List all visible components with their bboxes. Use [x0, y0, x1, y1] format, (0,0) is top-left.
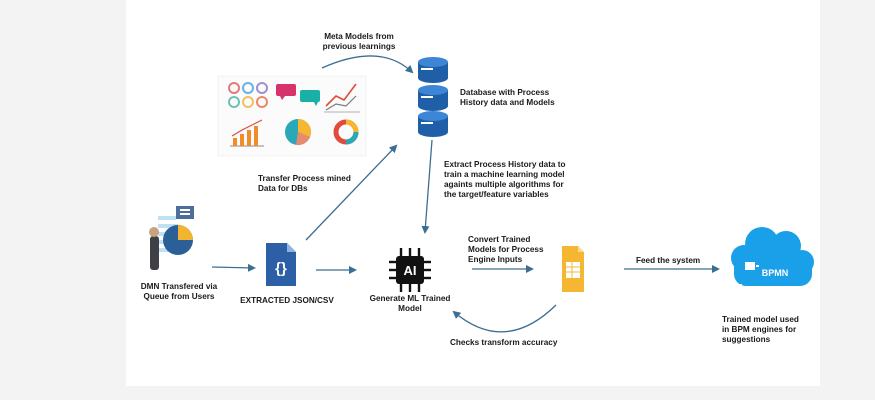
ai-chip-text: AI	[404, 263, 417, 278]
arrow-dmn-to-json	[211, 263, 256, 272]
extract-history-label: Extract Process History data to train a …	[444, 160, 566, 199]
arrow-meta-models	[321, 55, 414, 74]
convert-trained-label: Convert Trained Models for Process Engin…	[468, 235, 544, 264]
arrow-transfer-to-db	[305, 144, 398, 241]
bpm-text: BPMN	[762, 268, 789, 278]
diagram-canvas	[126, 0, 820, 386]
dmn-user-icon	[149, 206, 194, 270]
extracted-json-label: EXTRACTED JSON/CSV	[240, 296, 334, 305]
meta-models-label: Meta Models from previous learnings	[322, 32, 396, 51]
dmn-transfer-label: DMN Transfered via Queue from Users	[140, 282, 218, 301]
bpm-cloud-icon: BPMN	[730, 226, 815, 286]
generate-ml-label: Generate ML Trained Model	[369, 294, 451, 313]
spreadsheet-icon	[562, 246, 584, 292]
trained-model-used-label: Trained model used in BPM engines for su…	[722, 315, 799, 344]
transfer-process-label: Transfer Process mined Data for DBs	[258, 174, 351, 193]
database-label: Database with Process History data and M…	[460, 88, 555, 107]
database-icon	[418, 57, 448, 137]
feed-system-label: Feed the system	[636, 256, 701, 265]
json-document-icon: {}	[266, 243, 296, 286]
analytics-collage-icon	[217, 75, 367, 157]
json-braces-text: {}	[275, 260, 287, 277]
arrow-checks-accuracy	[452, 304, 557, 333]
arrow-db-to-ai	[421, 139, 433, 234]
checks-accuracy-label: Checks transform accuracy	[450, 338, 558, 347]
ai-chip-icon: AI	[389, 248, 431, 292]
